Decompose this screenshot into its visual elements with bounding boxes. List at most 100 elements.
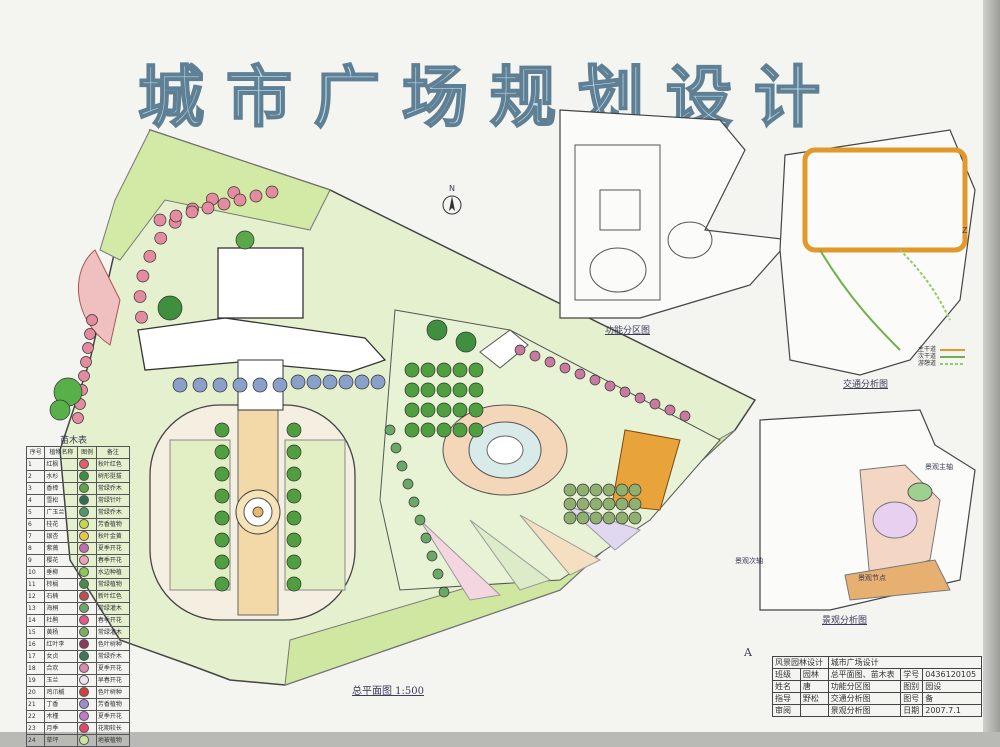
bush: [432, 568, 444, 580]
olive-tree: [576, 483, 590, 497]
legend-no: 17: [25, 650, 46, 663]
legend-symbol: [77, 602, 97, 615]
amphitheater: [442, 404, 568, 496]
legend-symbol: [77, 734, 97, 747]
olive-tree: [563, 497, 577, 511]
functional-caption: 功能分区图: [605, 326, 651, 336]
legend-name: 红叶李: [44, 638, 79, 651]
legend-name: 桂花: [44, 518, 79, 531]
title-block-cell: 日期: [900, 704, 924, 717]
legend-note: 芳香植物: [95, 518, 131, 531]
functional-diagram: [559, 109, 792, 319]
legend-note: 芳香植物: [95, 698, 131, 711]
legend-note: 花期较长: [95, 722, 131, 735]
bush: [408, 496, 420, 508]
legend-name: 黄杨: [44, 626, 79, 639]
olive-tree: [602, 497, 616, 511]
title-block-cell: 景观分析图: [827, 704, 902, 717]
olive-tree: [615, 483, 629, 497]
legend-name: 红枫: [44, 458, 79, 471]
legend-symbol: [77, 674, 97, 687]
plant-symbol-icon: [79, 507, 90, 518]
landscape-secondary-label: 景观次轴: [735, 557, 763, 565]
green-tree: [420, 362, 436, 378]
olive-tree: [589, 511, 603, 525]
title-char: 市: [225, 58, 293, 137]
green-tree: [286, 422, 302, 438]
magenta-tree: [634, 392, 646, 404]
green-tree: [452, 362, 468, 378]
landscape-axis-label: 景观主轴: [925, 463, 953, 471]
green-tree: [436, 382, 452, 398]
title-char: 计: [753, 58, 821, 137]
legend-no: 11: [25, 578, 46, 591]
legend-name: 水杉: [44, 470, 79, 483]
plant-symbol-icon: [79, 519, 90, 530]
blue-tree: [232, 377, 248, 393]
green-tree: [436, 422, 452, 438]
green-tree: [404, 362, 420, 378]
legend-note: 常绿乔木: [95, 482, 131, 495]
title-char: 城: [137, 58, 205, 137]
green-tree: [452, 422, 468, 438]
title-block-row: 姓名 唐 功能分区图 图别 园设: [772, 680, 982, 693]
green-tree: [404, 422, 420, 438]
legend-note: 水边种植: [95, 566, 131, 579]
bush: [396, 460, 408, 472]
title-block-cell: 学号: [900, 668, 924, 681]
legend-note: 地被植物: [95, 734, 131, 747]
main-building: [137, 317, 387, 373]
green-tree: [420, 402, 436, 418]
plant-symbol-icon: [79, 711, 90, 722]
magenta-tree: [544, 356, 556, 368]
pink-tree: [80, 356, 92, 368]
green-tree: [436, 362, 452, 378]
legend-name: 鸡爪槭: [44, 686, 79, 699]
title-block-cell: 备: [922, 692, 982, 705]
legend-no: 23: [25, 722, 46, 735]
main-road-loop: [802, 147, 968, 253]
pink-tree: [201, 201, 215, 215]
specimen-tree: [426, 319, 448, 341]
blue-tree: [306, 374, 322, 390]
green-tree: [214, 554, 230, 570]
legend-symbol: [77, 470, 97, 483]
pink-tree: [78, 370, 90, 382]
pink-tree: [154, 231, 168, 245]
legend-symbol: [77, 686, 97, 699]
title-block-cell: 唐: [799, 680, 829, 693]
legend-symbol: [77, 458, 97, 471]
pink-tree: [265, 185, 279, 199]
olive-tree: [563, 511, 577, 525]
legend-name: 玉兰: [44, 674, 79, 687]
plant-symbol-icon: [79, 567, 90, 578]
green-tree: [404, 402, 420, 418]
title-block-project: 城市广场设计: [827, 656, 983, 669]
legend-note: 常绿植物: [95, 578, 131, 591]
title-char: 广: [313, 58, 381, 137]
magenta-tree: [604, 380, 616, 392]
green-tree: [214, 532, 230, 548]
legend-header-no: 序号: [25, 446, 46, 459]
legend-symbol: [77, 542, 97, 555]
legend-no: 22: [25, 710, 46, 723]
bush: [402, 478, 414, 490]
magenta-tree: [514, 344, 526, 356]
legend-no: 24: [25, 734, 46, 747]
pink-tree: [135, 310, 148, 324]
legend-note: 秋叶红色: [95, 458, 131, 471]
path-road: [899, 249, 951, 321]
